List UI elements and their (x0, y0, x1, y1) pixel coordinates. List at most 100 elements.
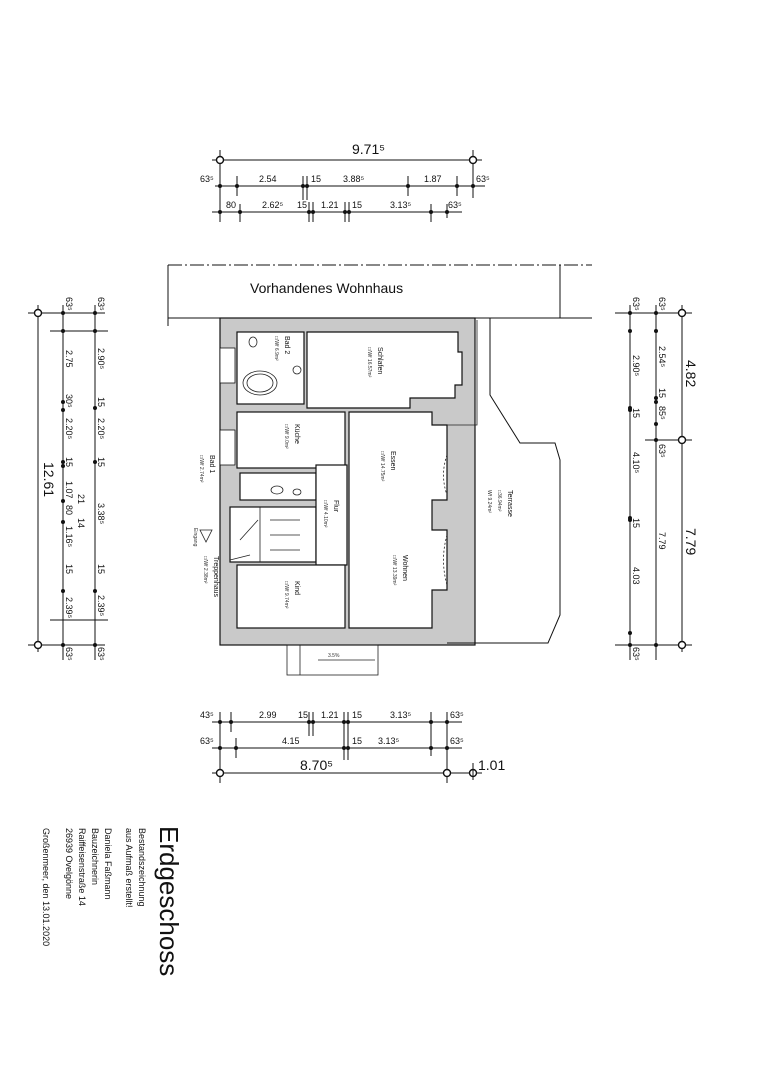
title-line: aus Aufmaß erstellt! (124, 828, 134, 908)
room-flur (315, 464, 348, 566)
dim-label: 15 (352, 736, 362, 746)
dim-label: 14 (76, 518, 86, 528)
dim-label: 63⁵ (631, 297, 641, 311)
toilet-icon (270, 485, 284, 495)
dim-label: 2.39⁵ (64, 597, 74, 619)
room-name: Treppenhaus (212, 556, 219, 597)
existing-house-label: Vorhandenes Wohnhaus (250, 280, 403, 296)
room-treppenhaus (229, 506, 317, 563)
room-name: Essen (389, 451, 396, 471)
room-name: Küche (293, 424, 300, 444)
title-line: 26939 Ovelgönne (64, 828, 74, 899)
dim-label: 80 (64, 505, 74, 515)
top-dimension-chain: 9.71⁵ 63⁵ 2.54 15 3.88⁵ 1.87 63⁵ 80 2.62… (200, 141, 490, 222)
dim-label: 3.38⁵ (96, 503, 106, 525)
dim-label: 2.54 (259, 174, 277, 184)
room-bad-1 (239, 472, 317, 501)
bottom-total-dimension: 8.70⁵ (300, 757, 333, 773)
room-area: □/Wf 2.74m² (198, 455, 204, 483)
dim-label: 1.16⁵ (64, 526, 74, 548)
dim-label: 15 (311, 174, 321, 184)
dim-label: 63⁵ (448, 200, 462, 210)
dim-label: 15 (352, 710, 362, 720)
dim-label: 63⁵ (450, 710, 464, 720)
dim-label: 2.75 (64, 350, 74, 368)
entrance-label: Eingang (192, 528, 198, 547)
dim-label: 15 (96, 564, 106, 574)
dim-label: 4.03 (631, 567, 641, 585)
title-line: Großenmeer, den 13.01.2020 (41, 828, 51, 946)
dim-label: 15 (96, 457, 106, 467)
entrance-arrow-icon (199, 529, 213, 543)
dim-label: 3.88⁵ (343, 174, 365, 184)
dim-label: 2.90⁵ (631, 355, 641, 377)
room-area: □/Wf 9.0m² (283, 424, 289, 449)
dim-label: 1.07 (64, 481, 74, 499)
room-name: Flur (332, 500, 339, 513)
dim-label: 2.99 (259, 710, 277, 720)
stairs (229, 507, 300, 562)
room-area: □/Wf 2.38m² (202, 556, 208, 584)
dim-label: 2.62⁵ (262, 200, 284, 210)
dim-label: 4.10⁵ (631, 452, 641, 474)
title-line: Bauzeichnerin (90, 828, 100, 885)
bathtub-icon (242, 370, 278, 396)
dim-label: 63⁵ (657, 444, 667, 458)
title-block: Erdgeschoss Bestandszeichnung aus Aufmaß… (41, 826, 184, 976)
dim-label: 15 (64, 457, 74, 467)
room-name: Kind (293, 581, 300, 595)
room-kind (236, 564, 346, 629)
dim-label: 63⁵ (657, 297, 667, 311)
room-name: Schlafen (376, 347, 383, 374)
room-name: Wohnen (401, 555, 408, 581)
dim-label: 15 (657, 388, 667, 398)
toilet-icon (248, 336, 258, 348)
room-area: □/Wf 14.75m² (379, 451, 385, 482)
dim-label: 80 (226, 200, 236, 210)
room-area: □/Wf 4.10m² (322, 500, 328, 528)
dim-label: 7.79 (657, 532, 667, 550)
room-area-secondary: Wf 9.24m² (486, 490, 492, 513)
right-dimension-chain: 63⁵ 2.90⁵ 15 4.10⁵ 15 4.03 63⁵ 63⁵ 2.54⁵… (615, 297, 699, 661)
dim-label: 3.13⁵ (390, 200, 412, 210)
dim-label: 63⁵ (200, 174, 214, 184)
room-kueche (236, 411, 346, 469)
dim-label: 15 (297, 200, 307, 210)
dim-label: 2.39⁵ (96, 595, 106, 617)
dim-label: 2.90⁵ (96, 348, 106, 370)
dim-label: 15 (96, 397, 106, 407)
sink-icon (292, 488, 302, 496)
dim-label: 63⁵ (64, 647, 74, 661)
ground-floor-plan: 3.5% Eingang (192, 317, 561, 676)
dim-label: 21 (76, 494, 86, 504)
dim-label: 63⁵ (96, 647, 106, 661)
top-total-dimension: 9.71⁵ (352, 141, 385, 157)
dim-label: 4.15 (282, 736, 300, 746)
dim-label: 63⁵ (96, 297, 106, 311)
dim-label: 15 (631, 408, 641, 418)
dim-label: 63⁵ (450, 736, 464, 746)
bottom-extra-dimension: 1.01 (478, 757, 505, 773)
dim-label: 15 (631, 518, 641, 528)
room-schlafen (306, 331, 463, 409)
drawing-title: Erdgeschoss (154, 826, 184, 976)
room-area: □/Wf 16.57m² (366, 347, 372, 378)
dim-label: 15 (352, 200, 362, 210)
room-area: □36.94m² (496, 490, 502, 512)
dim-label: 3.13⁵ (390, 710, 412, 720)
dim-label: 15 (64, 564, 74, 574)
right-upper-total: 4.82 (683, 360, 699, 387)
dim-label: 43⁵ (200, 710, 214, 720)
left-total-dimension: 12.61 (41, 462, 57, 497)
title-line: Daniela Faßmann (103, 828, 113, 900)
title-line: Bestandszeichnung (137, 828, 147, 907)
dim-label: 1.87 (424, 174, 442, 184)
dim-label: 2.54⁵ (657, 346, 667, 368)
stair-slope-label: 3.5% (328, 653, 340, 659)
dim-label: 15 (298, 710, 308, 720)
room-labels: Bad 2□/Wf 6.9m² Schlafen□/Wf 16.57m² Küc… (198, 336, 513, 609)
terrace-outline (447, 318, 561, 644)
door-swings (443, 454, 448, 586)
dim-label: 1.21 (321, 710, 339, 720)
room-area: □/Wf 13.39m² (391, 555, 397, 586)
